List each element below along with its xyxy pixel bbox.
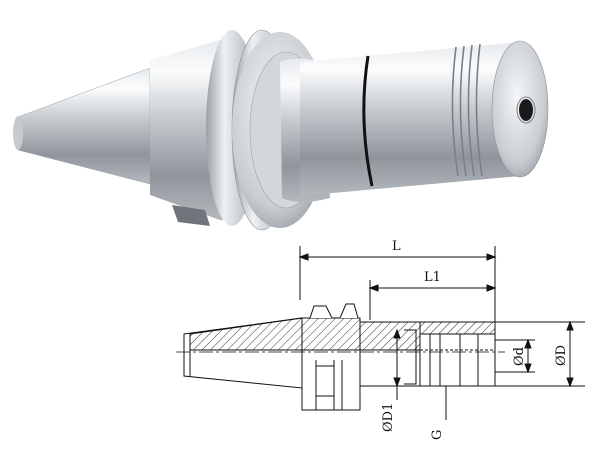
inner-bore [419,333,496,387]
bore-hole-rim [516,96,536,124]
section-front-hatch [419,321,496,335]
taper-cone [14,67,151,185]
label-D: ØD [554,345,569,366]
bore-hole [519,99,533,121]
taper-end-face [13,116,23,150]
groove-ring [362,55,374,187]
label-G: G [430,430,445,440]
label-L1: L1 [424,270,441,285]
drive-key [172,205,210,226]
label-d: Ød [512,347,527,366]
section-flange-hatch [301,317,361,351]
label-L: L [392,239,401,254]
rendered-tool-holder [13,29,549,231]
label-D1: ØD1 [381,403,396,432]
section-drawing [176,246,585,420]
front-grooves [451,43,483,177]
section-shank-hatch [359,321,421,351]
shank-cylinder [300,42,520,196]
flange-v-groove [309,303,359,319]
